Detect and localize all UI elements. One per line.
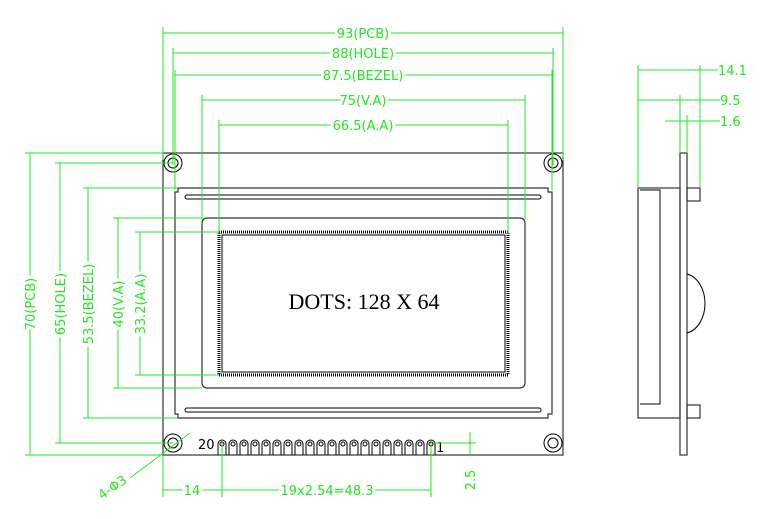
pin-hole	[417, 441, 423, 447]
bezel-slot-top	[184, 194, 542, 200]
dim-aa-width: 66.5(A.A)	[333, 119, 394, 134]
pin-hole	[263, 441, 269, 447]
pcb-outline	[162, 152, 564, 456]
pin-label-1: 1	[436, 441, 444, 456]
display-dots-label: DOTS: 128 X 64	[289, 289, 440, 314]
side-view: 14.1 9.5 1.6	[637, 64, 747, 456]
bezel-slot-bottom	[184, 407, 542, 413]
pin	[349, 439, 359, 455]
dim-va-height: 40(V.A)	[112, 281, 127, 328]
pin	[217, 439, 227, 455]
dim-side-module: 9.5	[720, 94, 741, 109]
side-tab-bottom	[686, 404, 701, 419]
pin	[415, 439, 425, 455]
mounting-hole-inner	[547, 437, 559, 449]
pin-hole	[340, 441, 346, 447]
pin	[371, 439, 381, 455]
pin	[239, 439, 249, 455]
pin-label-20: 20	[198, 438, 215, 453]
dim-pcb-height: 70(PCB)	[24, 278, 39, 331]
pin-hole	[241, 441, 247, 447]
horizontal-dimensions: 93(PCB) 88(HOLE) 87.5(BEZEL) 75(V.A) 66.…	[162, 24, 564, 234]
side-pcb	[679, 152, 688, 456]
pin	[261, 439, 271, 455]
front-view: DOTS: 128 X 64 20 1	[162, 152, 564, 456]
dim-hole-height: 65(HOLE)	[54, 273, 69, 335]
dim-bezel-height: 53.5(BEZEL)	[82, 264, 97, 345]
pin	[327, 439, 337, 455]
dim-pin-pitch: 19x2.54=48.3	[280, 484, 373, 499]
pin-hole	[296, 441, 302, 447]
side-bezel-inner	[640, 189, 661, 405]
active-area-inner	[221, 234, 506, 373]
dim-side-total: 14.1	[718, 64, 747, 79]
pin	[228, 439, 238, 455]
pin-hole	[285, 441, 291, 447]
pin-row	[217, 439, 436, 455]
pin-hole	[384, 441, 390, 447]
pin-hole	[274, 441, 280, 447]
pin	[294, 439, 304, 455]
viewing-area	[201, 217, 526, 389]
side-tab-top	[686, 187, 701, 202]
pin-hole	[307, 441, 313, 447]
pin-hole	[230, 441, 236, 447]
pin-hole	[329, 441, 335, 447]
dim-hole-width: 88(HOLE)	[332, 47, 394, 62]
pin-hole	[252, 441, 258, 447]
mounting-hole	[543, 433, 563, 453]
pin	[338, 439, 348, 455]
pin	[393, 439, 403, 455]
dim-aa-height: 33.2(A.A)	[134, 274, 149, 335]
pin-hole	[351, 441, 357, 447]
bottom-dimensions: 14 19x2.54=48.3 2.5 4-Φ3	[96, 432, 479, 503]
pin	[426, 439, 436, 455]
pin	[382, 439, 392, 455]
dim-pin-edge: 2.5	[464, 470, 479, 491]
pin	[272, 439, 282, 455]
pin	[250, 439, 260, 455]
pin-hole	[373, 441, 379, 447]
side-bezel	[637, 187, 681, 419]
active-area	[217, 230, 510, 377]
dim-hole-diameter: 4-Φ3	[96, 473, 130, 503]
pin-hole	[318, 441, 324, 447]
pin-hole	[395, 441, 401, 447]
pin	[360, 439, 370, 455]
dim-pcb-width: 93(PCB)	[337, 27, 390, 42]
pin-hole	[362, 441, 368, 447]
pin	[283, 439, 293, 455]
pin	[305, 439, 315, 455]
pin	[404, 439, 414, 455]
dim-pin-offset: 14	[184, 484, 201, 499]
dim-va-width: 75(V.A)	[340, 94, 387, 109]
side-component-bulge	[686, 273, 706, 334]
dim-side-pcb-thickness: 1.6	[720, 115, 741, 130]
pin-hole	[406, 441, 412, 447]
vertical-dimensions: 70(PCB) 65(HOLE) 53.5(BEZEL) 40(V.A) 33.…	[21, 152, 219, 456]
dim-bezel-width: 87.5(BEZEL)	[323, 69, 404, 84]
pin	[316, 439, 326, 455]
